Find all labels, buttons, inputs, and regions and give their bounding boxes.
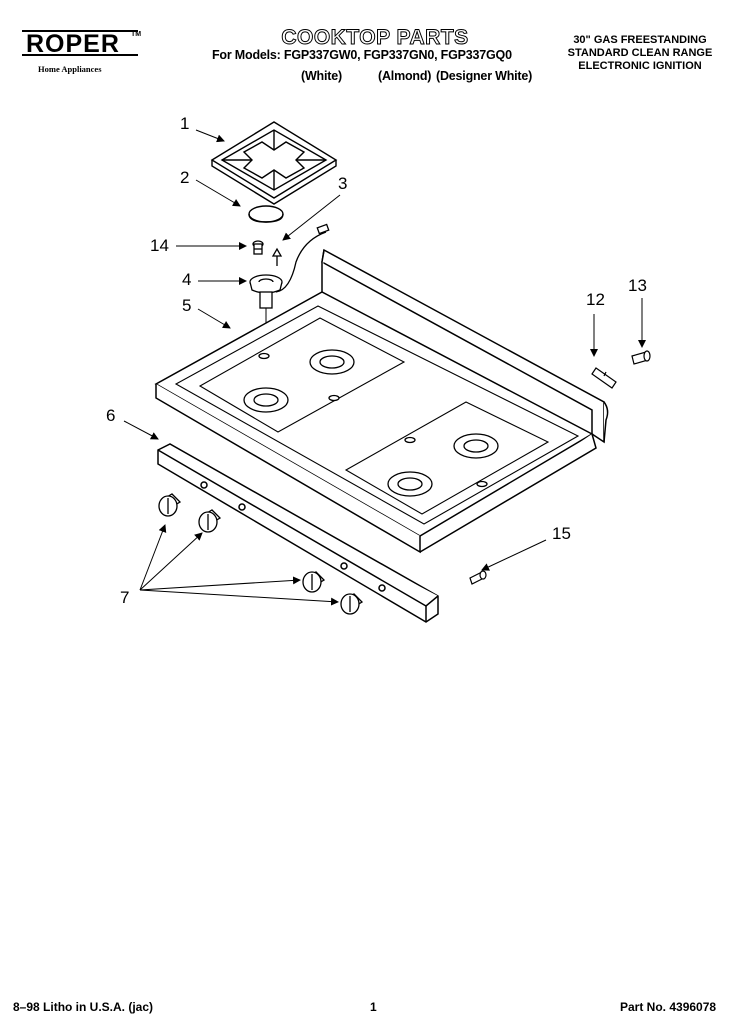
knob-4	[340, 593, 364, 615]
burner-base	[249, 274, 283, 390]
cooktop-main-top	[154, 248, 609, 554]
footer-part-number: Part No. 4396078	[620, 1000, 717, 1014]
knob-1	[158, 493, 182, 517]
callout-5: 5	[182, 296, 192, 315]
roper-logo-frame	[22, 30, 138, 56]
burner-cap	[248, 205, 284, 223]
page-title: COOKTOP PARTS	[0, 26, 752, 50]
knob-2	[198, 509, 222, 533]
color-white-label: (White)	[301, 69, 342, 83]
roper-logo: ROPER	[26, 30, 120, 58]
callout-14: 14	[150, 236, 169, 255]
callout-13: 13	[628, 276, 647, 295]
trademark-mark: TM	[131, 31, 142, 38]
description-line-2: STANDARD CLEAN RANGE	[567, 47, 713, 59]
callout-2: 2	[180, 168, 190, 187]
manifold-panel	[157, 443, 439, 623]
burner-heads	[243, 349, 499, 497]
description-line-3: ELECTRONIC IGNITION	[578, 60, 702, 72]
callout-3: 3	[338, 174, 348, 193]
color-almond-label: (Almond)	[378, 69, 432, 83]
knob-3	[302, 571, 326, 593]
callout-1: 1	[180, 114, 190, 133]
callout-12: 12	[586, 290, 605, 309]
callout-6: 6	[106, 406, 116, 425]
panel-screw	[469, 570, 487, 585]
leader-lines	[123, 129, 646, 606]
color-designer-label: (Designer White)	[436, 69, 533, 83]
footer-litho: 8–98 Litho in U.S.A. (jac)	[13, 1000, 154, 1014]
cooktop-screw	[631, 350, 651, 365]
page-title-text: COOKTOP PARTS	[281, 26, 469, 50]
hinge-pin	[591, 367, 617, 389]
callout-7: 7	[120, 588, 130, 607]
range-description: 30" GAS FREESTANDING STANDARD CLEAN RANG…	[548, 34, 732, 73]
models-line: For Models: FGP337GW0, FGP337GN0, FGP337…	[212, 48, 512, 62]
burner-grate	[210, 121, 338, 205]
brand-tagline: Home Appliances	[38, 64, 102, 74]
electrode-wire	[271, 223, 330, 293]
callout-4: 4	[182, 270, 192, 289]
description-line-1: 30" GAS FREESTANDING	[573, 34, 707, 46]
control-knobs	[158, 493, 364, 615]
footer-page-number: 1	[370, 1000, 377, 1014]
orifice-hood	[252, 240, 264, 255]
callout-15: 15	[552, 524, 571, 543]
